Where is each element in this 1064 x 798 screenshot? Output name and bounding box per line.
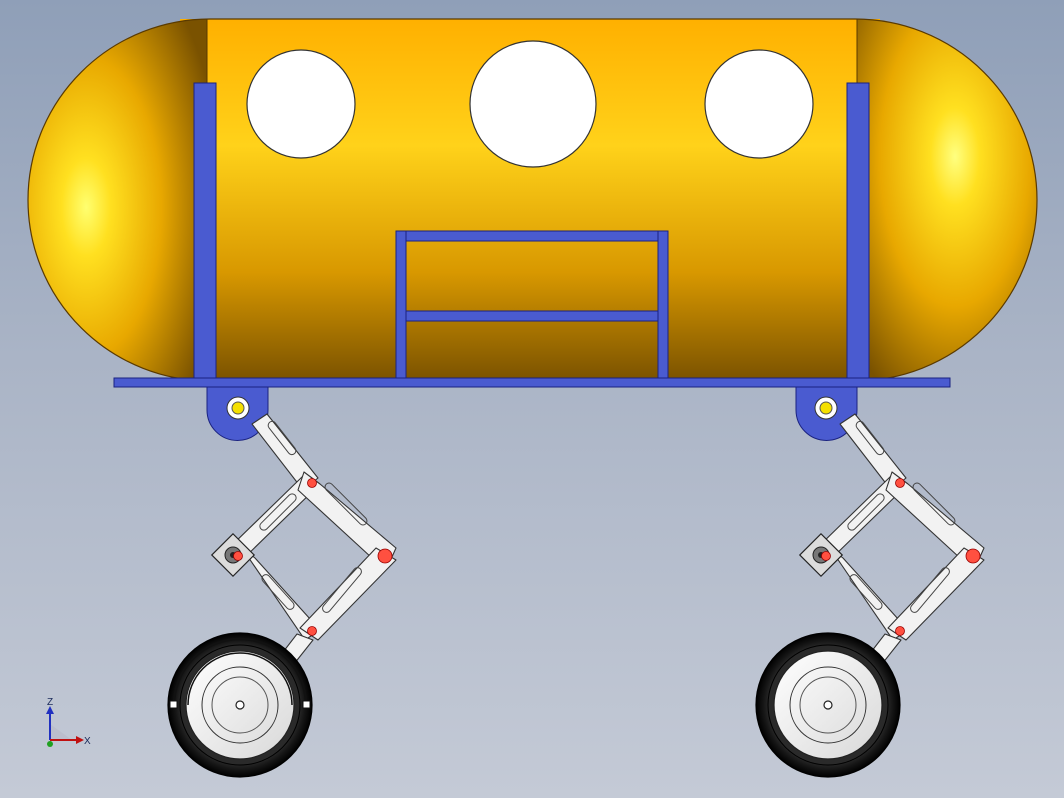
z-axis-label: Z: [47, 697, 53, 708]
left-axle: [235, 700, 245, 710]
left-joint-actuator: [233, 551, 243, 561]
base-plate: [113, 377, 951, 388]
right-joint-actuator: [821, 551, 831, 561]
ladder-frame: [395, 230, 669, 382]
right-pivot-hub: [819, 401, 833, 415]
tank-right-cap: [857, 19, 1037, 381]
left-joint-lower: [307, 626, 317, 636]
right-joint-upper: [895, 478, 905, 488]
right-actuator: [798, 532, 844, 578]
porthole-right: [704, 49, 814, 159]
right-wheel[interactable]: [755, 632, 901, 778]
left-wheel[interactable]: [167, 632, 313, 778]
right-leg[interactable]: [755, 413, 985, 778]
frame-right-post: [846, 82, 870, 381]
orientation-triad: Z X: [46, 697, 91, 747]
frame-left-post: [193, 82, 217, 381]
right-joint-knee: [965, 548, 981, 564]
left-fender: [172, 637, 308, 706]
right-axle: [823, 700, 833, 710]
left-joint-knee: [377, 548, 393, 564]
right-joint-lower: [895, 626, 905, 636]
left-pivot-hub: [231, 401, 245, 415]
left-joint-upper: [307, 478, 317, 488]
porthole-center: [469, 40, 597, 168]
left-leg[interactable]: [167, 413, 397, 778]
y-axis: [47, 741, 53, 747]
tank[interactable]: [27, 18, 1038, 382]
porthole-left: [246, 49, 356, 159]
x-axis-label: X: [84, 736, 91, 747]
tank-left-cap: [28, 19, 207, 381]
left-upper-link: [251, 413, 319, 491]
left-actuator: [210, 532, 256, 578]
right-upper-link: [839, 413, 907, 491]
